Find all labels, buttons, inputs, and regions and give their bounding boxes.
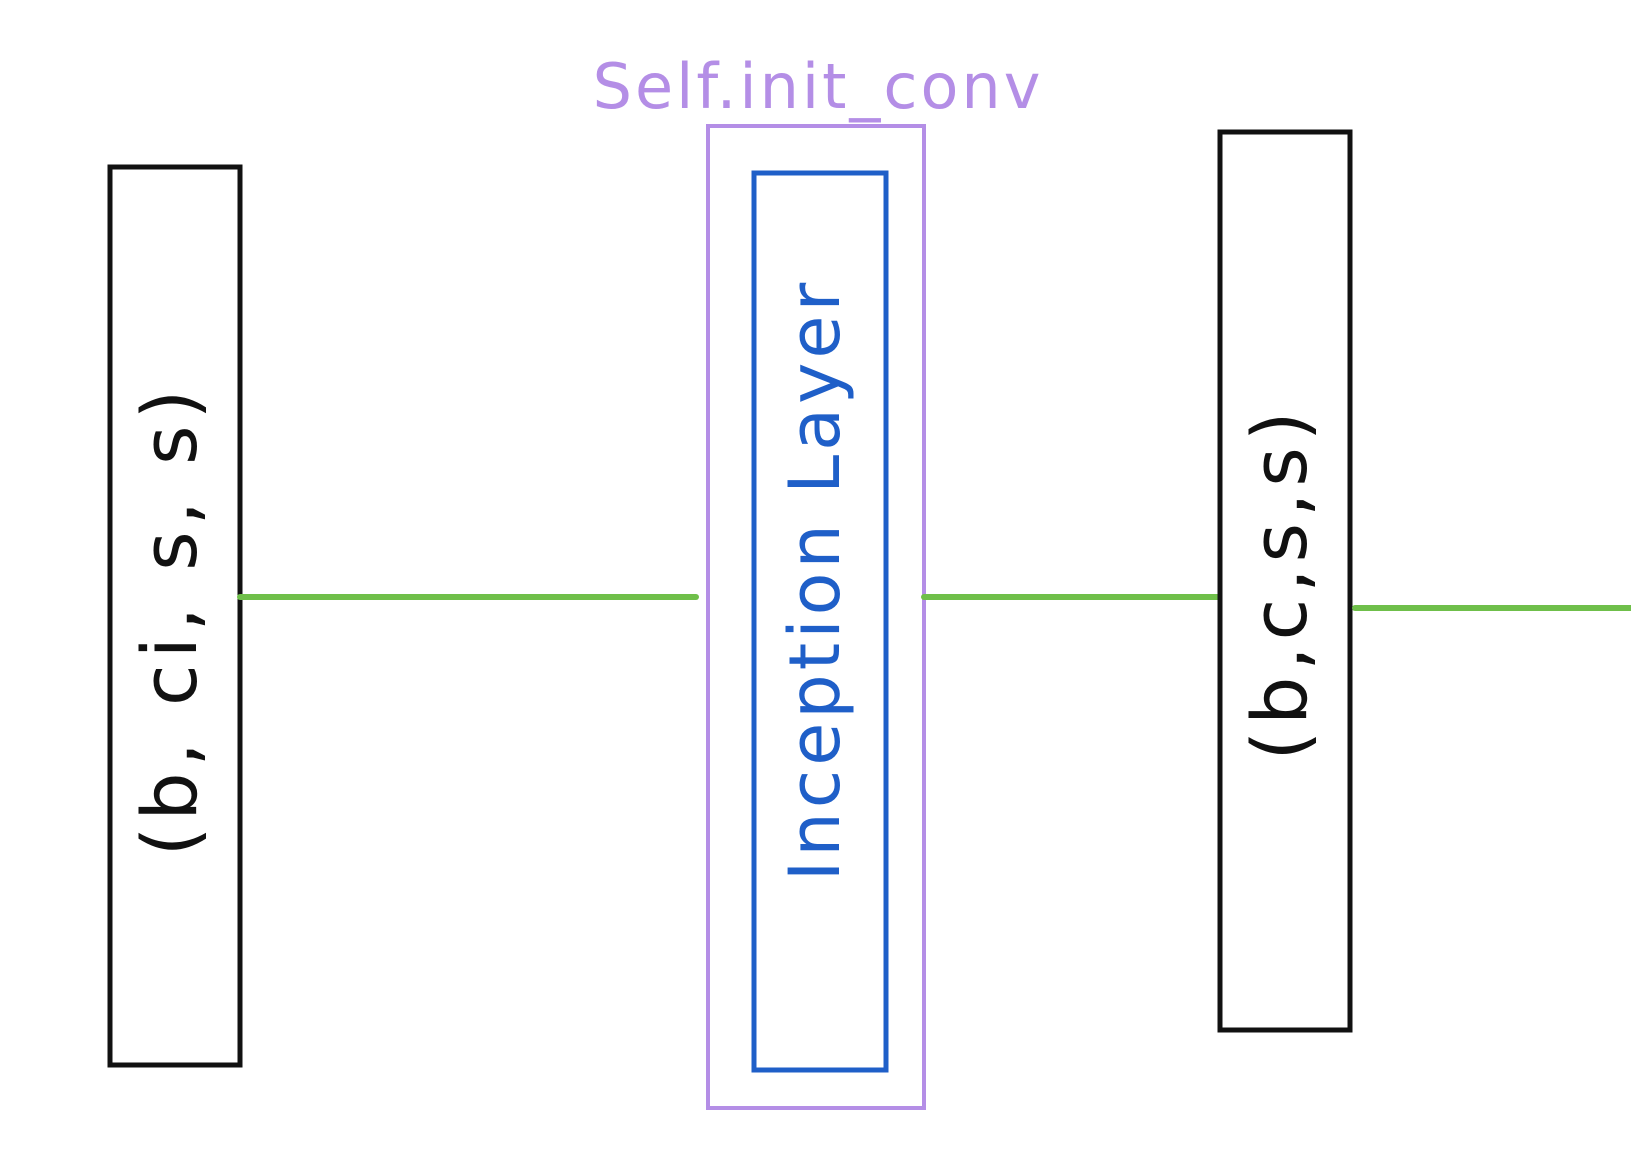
input-tensor-label: (b, ci, s, s) xyxy=(125,384,214,857)
module-box xyxy=(706,124,926,1110)
inception-layer-label: Inception Layer xyxy=(774,279,856,882)
module-label: Self.init_conv xyxy=(593,50,1044,123)
inception-layer-block: Inception Layer xyxy=(751,170,889,1073)
input-tensor-block: (b, ci, s, s) xyxy=(107,164,243,1068)
input-tensor-box xyxy=(107,164,243,1068)
output-tensor-label: (b,c,s,s) xyxy=(1235,406,1324,761)
init-conv-module: Inception Layer xyxy=(706,124,926,1110)
inception-layer-box xyxy=(751,170,889,1073)
output-tensor-block: (b,c,s,s) xyxy=(1217,129,1353,1033)
output-tensor-box xyxy=(1217,129,1353,1033)
